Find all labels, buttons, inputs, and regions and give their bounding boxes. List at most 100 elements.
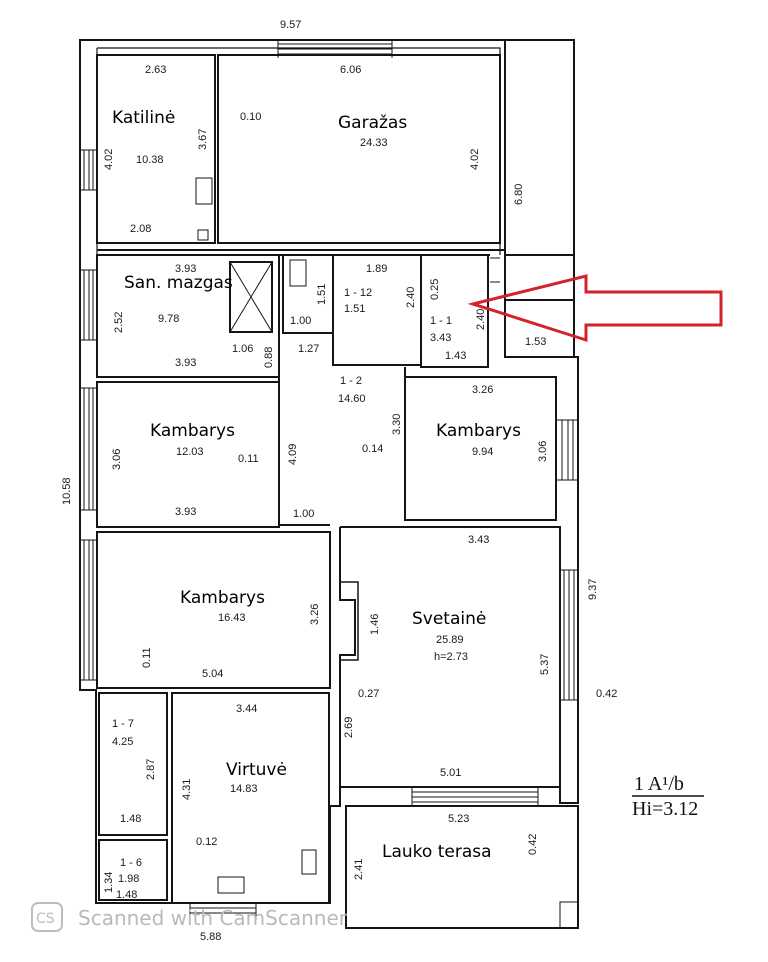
dim-sv-top: 3.43 [468, 534, 489, 546]
wc-icon [289, 259, 307, 287]
dim-kat-inner: 3.67 [197, 129, 209, 150]
plan-code: 1 A¹/b [634, 773, 684, 795]
dim-sv-win: 0.42 [596, 688, 617, 700]
dim-r112-right: 2.40 [405, 287, 417, 308]
dim-k2-wall: 0.14 [362, 443, 383, 455]
window-katiline [490, 257, 500, 283]
dim-r16-bottom: 1.48 [116, 889, 137, 901]
kambarys-a-label: Kambarys [150, 421, 235, 441]
dim-kat-left: 4.02 [103, 149, 115, 170]
dim-outer-top: 9.57 [280, 19, 301, 31]
dim-kat-wall: 0.10 [240, 111, 261, 123]
red-arrow-icon [467, 274, 723, 343]
window-left-3 [80, 387, 97, 511]
dim-vir-wall: 0.12 [196, 836, 217, 848]
window-left-2 [80, 269, 97, 341]
dim-hall-a: 1.27 [298, 343, 319, 355]
lauko-terasa-label: Lauko terasa [382, 842, 492, 862]
room-1-7-code: 1 - 7 [112, 718, 134, 730]
dim-right-strip: 6.80 [513, 184, 525, 205]
windows [80, 40, 579, 929]
katiline-box [195, 177, 213, 205]
room-1-6-area: 1.98 [118, 873, 139, 885]
watermark: CS Scanned with CamScanner [31, 902, 348, 932]
dim-sv-left: 2.69 [343, 717, 355, 738]
svetaine-height: h=2.73 [434, 651, 468, 663]
dim-k3-wall: 0.11 [141, 647, 153, 668]
plan-height: Hi=3.12 [632, 798, 698, 820]
dim-ter-right: 0.42 [527, 834, 539, 855]
kambarys-c-area: 16.43 [218, 612, 246, 624]
san-mazgas-walls [96, 254, 280, 378]
dim-san-top: 3.93 [175, 263, 196, 275]
room-labels: Katilinė 10.38 Garažas 24.33 San. mazgas… [112, 108, 521, 885]
dim-san-b: 0.88 [263, 347, 275, 368]
dim-hall-bottom: 1.00 [293, 508, 314, 520]
svetaine-area: 25.89 [436, 634, 464, 646]
window-left-1 [80, 149, 97, 191]
window-bottom-2 [189, 903, 257, 920]
virtuve-walls [171, 692, 330, 904]
title-block: 1 A¹/b Hi=3.12 [632, 773, 704, 820]
kambarys-a-area: 12.03 [176, 446, 204, 458]
dim-k2-top: 3.26 [472, 384, 493, 396]
katiline-small [197, 229, 209, 241]
room-1-6-walls [98, 839, 168, 901]
watermark-text: Scanned with CamScanner [78, 906, 348, 930]
kitchen-box-2 [217, 876, 245, 894]
room-1-2-area: 14.60 [338, 393, 366, 405]
kambarys-b-label: Kambarys [436, 421, 521, 441]
katiline-walls [96, 54, 216, 244]
room-1-6-code: 1 - 6 [120, 857, 142, 869]
dim-gar-top: 6.06 [340, 64, 361, 76]
dim-ter-left: 2.41 [353, 859, 365, 880]
dim-sv-wall: 0.27 [358, 688, 379, 700]
dim-san-a: 1.06 [232, 343, 253, 355]
dim-r11-a: 0.25 [429, 279, 441, 300]
dim-ter-top: 5.23 [448, 813, 469, 825]
dim-k3-bottom: 5.04 [202, 668, 223, 680]
dim-wc-side: 1.51 [316, 284, 328, 305]
kambarys-c-walls [96, 531, 331, 689]
strip-box-walls [504, 299, 575, 358]
shaft-cross [229, 261, 273, 333]
katiline-area: 10.38 [136, 154, 164, 166]
dim-k1-left: 3.06 [111, 449, 123, 470]
terasa-walls [345, 805, 579, 929]
dim-sv-bottom: 5.01 [440, 767, 461, 779]
fireplace [340, 581, 359, 661]
virtuve-area: 14.83 [230, 783, 258, 795]
svetaine-label: Svetainė [412, 609, 486, 629]
dim-r16-left: 1.34 [103, 872, 115, 893]
san-mazgas-label: San. mazgas [124, 273, 233, 293]
window-bottom [411, 787, 539, 806]
dim-san-bottom: 3.93 [175, 357, 196, 369]
room-1-1-code: 1 - 1 [430, 315, 452, 327]
dim-outer-left: 10.58 [61, 477, 73, 505]
dimension-labels: 9.57 10.58 9.37 6.80 5.88 2.63 4.02 3.67… [61, 19, 617, 943]
dim-gar-right: 4.02 [469, 149, 481, 170]
window-right-1 [556, 419, 578, 481]
dim-k1-bottom: 3.93 [175, 506, 196, 518]
dim-outer-right-lower: 9.37 [587, 579, 599, 600]
virtuve-label: Virtuvė [226, 760, 287, 780]
garazas-area: 24.33 [360, 137, 388, 149]
room-1-2-code: 1 - 2 [340, 375, 362, 387]
dim-r17-right: 2.87 [145, 759, 157, 780]
room-1-12-area: 1.51 [344, 303, 365, 315]
dim-k1-wall: 0.11 [238, 453, 259, 465]
dim-wc-bottom: 1.00 [290, 315, 311, 327]
kambarys-b-area: 9.94 [472, 446, 493, 458]
dim-vir-top: 3.44 [236, 703, 257, 715]
dim-sv-right: 5.37 [539, 654, 551, 675]
window-left-4 [80, 539, 97, 681]
san-mazgas-area: 9.78 [158, 313, 179, 325]
shaft-box [229, 261, 273, 333]
garazas-label: Garažas [338, 113, 407, 133]
dim-r17-bottom: 1.48 [120, 813, 141, 825]
dim-kat-bottom: 2.08 [130, 223, 151, 235]
katiline-label: Katilinė [112, 108, 175, 128]
camscanner-logo-icon [31, 902, 63, 932]
room-1-12-code: 1 - 12 [344, 287, 372, 299]
